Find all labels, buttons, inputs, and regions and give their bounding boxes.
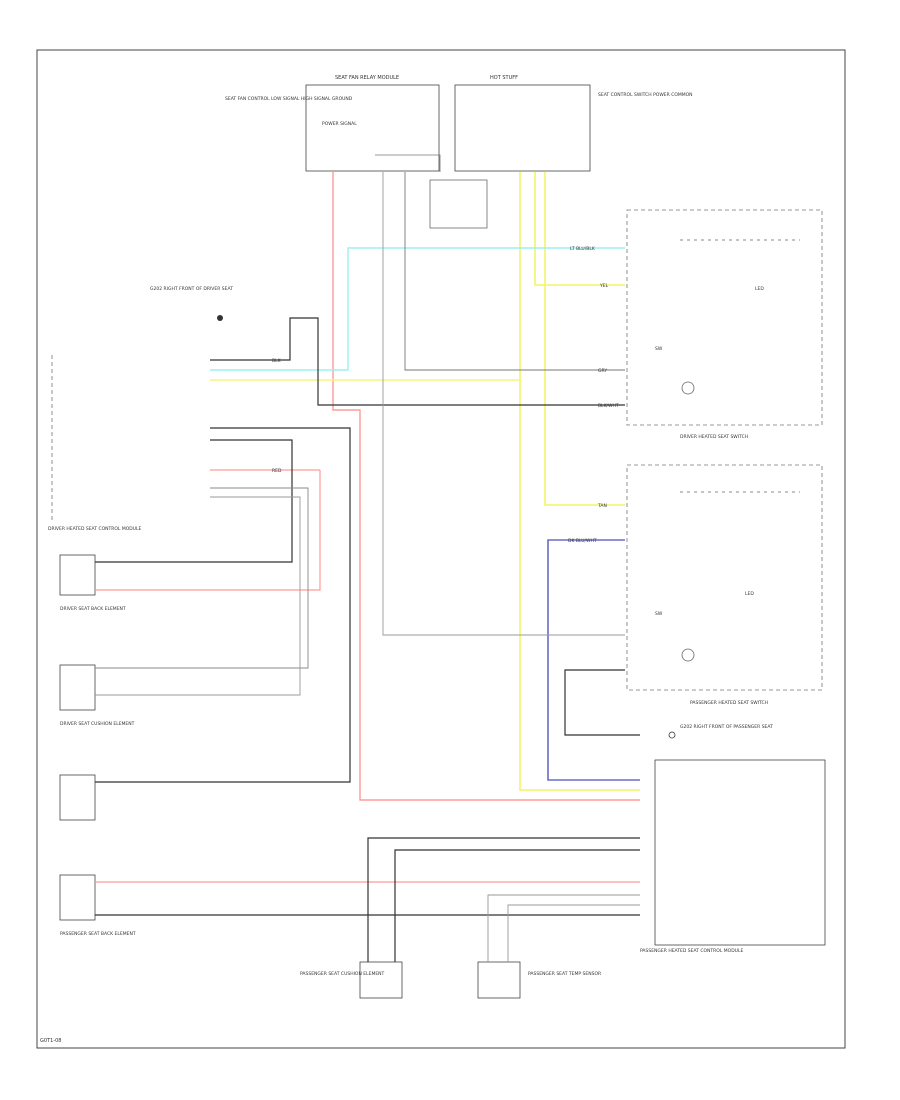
passenger-switch-label: PASSENGER HEATED SEAT SWITCH — [690, 700, 768, 706]
wire-label-dk-blu: DK BLU/WHT — [568, 538, 597, 544]
yellow-wire-mid — [544, 172, 625, 506]
element-label-1: DRIVER SEAT BACK ELEMENT — [60, 606, 126, 612]
driver-module-label: DRIVER HEATED SEAT CONTROL MODULE — [48, 526, 142, 532]
ground-left-note: G202 RIGHT FRONT OF DRIVER SEAT — [150, 286, 233, 292]
top-right-module-box — [454, 84, 591, 172]
blue-wire — [547, 539, 640, 781]
driver-switch-label: DRIVER HEATED SEAT SWITCH — [680, 434, 748, 440]
wire-label-red: RED — [272, 468, 282, 474]
grey-wire-3 — [95, 487, 309, 669]
wire-label-yel: YEL — [599, 283, 609, 289]
wire-label-tan: TAN — [597, 503, 607, 509]
passenger-sw-label: SW — [655, 611, 663, 617]
wire-label-gry: GRY — [598, 368, 607, 374]
element-label-5: PASSENGER SEAT TEMP SENSOR — [528, 971, 601, 977]
black-wire-ground-left — [210, 317, 625, 406]
yellow-wire-top — [534, 172, 625, 286]
top-right-module-title: HOT STUFF — [490, 75, 518, 81]
element-box-5 — [359, 961, 403, 999]
red-wire-main — [332, 172, 640, 801]
cyan-wire — [210, 247, 625, 371]
driver-led-label: LED — [755, 286, 764, 292]
ground-left-icon — [217, 315, 223, 321]
grey-wire-2 — [382, 172, 625, 636]
top-right-module-side: SEAT CONTROL SWITCH POWER COMMON — [598, 92, 693, 98]
driver-sw-label: SW — [655, 346, 663, 352]
element-box-4 — [59, 874, 96, 921]
element-box-6 — [477, 961, 521, 999]
element-label-2: DRIVER SEAT CUSHION ELEMENT — [60, 721, 135, 727]
ground-right-note: G202 RIGHT FRONT OF PASSENGER SEAT — [680, 724, 773, 730]
wire-label-blk: BLK — [272, 358, 282, 364]
junction-box — [429, 179, 488, 229]
element-label-3: PASSENGER SEAT BACK ELEMENT — [60, 931, 136, 937]
module-link-wire — [375, 154, 441, 172]
passenger-led-label: LED — [745, 591, 754, 597]
switch-lamp-icon-1 — [681, 381, 695, 395]
yellow-wire-down — [519, 172, 640, 791]
top-left-module-box — [305, 84, 440, 172]
footer-code: G0T1-08 — [40, 1038, 61, 1044]
top-left-module-side: SEAT FAN CONTROL LOW SIGNAL HIGH SIGNAL … — [225, 96, 353, 102]
passenger-module-label: PASSENGER HEATED SEAT CONTROL MODULE — [640, 948, 743, 954]
element-label-4: PASSENGER SEAT CUSHION ELEMENT — [300, 971, 385, 977]
grey-wire-6 — [507, 904, 640, 962]
wire-label-blk-wht: BLK/WHT — [598, 403, 619, 409]
element-box-3 — [59, 774, 96, 821]
grey-wire-1 — [404, 172, 625, 371]
passenger-switch-box — [626, 464, 823, 691]
ground-right-icon — [668, 731, 676, 739]
top-left-module-title: SEAT FAN RELAY MODULE — [335, 75, 399, 81]
top-left-module-pins: POWER SIGNAL — [322, 121, 357, 127]
black-wire-pass-back-2 — [394, 849, 640, 962]
black-wire-cushion — [95, 439, 293, 563]
wire-label-lt-blu: LT BLU/BLK — [570, 246, 596, 252]
black-wire-pass-back — [367, 837, 640, 962]
diagram-frame — [36, 49, 846, 1049]
element-box-1 — [59, 554, 96, 596]
switch-lamp-icon-2 — [681, 648, 695, 662]
passenger-module-box — [654, 759, 826, 946]
red-wire-left — [95, 470, 321, 591]
black-wire-ground-right — [564, 669, 640, 736]
grey-wire-5 — [487, 894, 640, 962]
black-wire-back — [95, 427, 351, 783]
element-box-2 — [59, 664, 96, 711]
grey-wire-4 — [95, 496, 301, 696]
driver-switch-box — [626, 209, 823, 426]
